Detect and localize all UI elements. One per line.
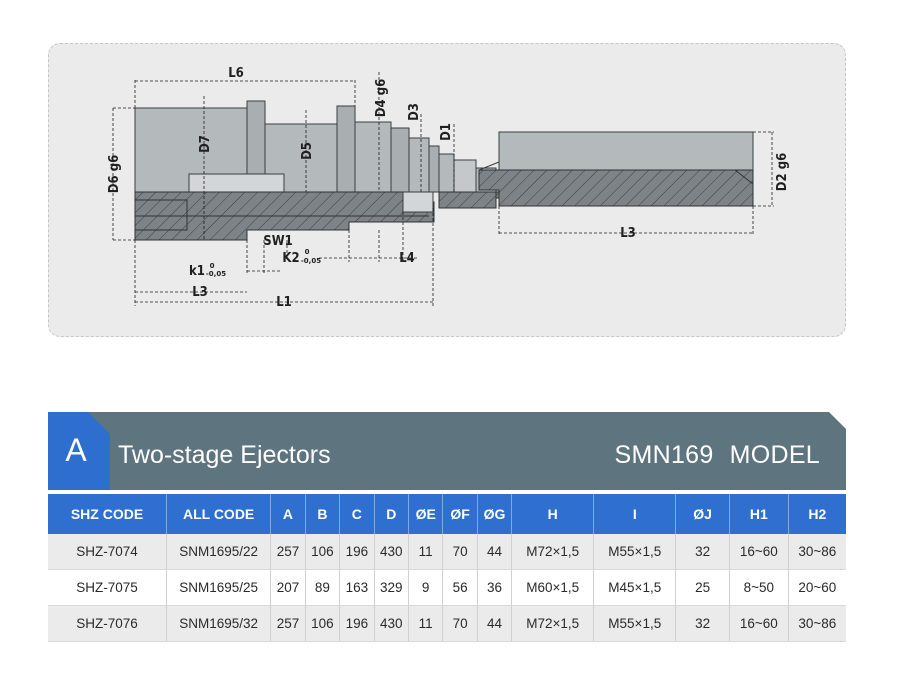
section-header: A Two-stage Ejectors SMN169 MODEL — [48, 412, 846, 490]
label-k1-tol-lower: -0,05 — [206, 270, 226, 278]
table-cell: 32 — [675, 534, 730, 570]
table-row: SHZ-7075 SNM1695/25 207 89 163 329 9 56 … — [48, 569, 846, 606]
label-d2g6: D2 g6 — [775, 153, 790, 191]
col-header: H — [511, 494, 594, 534]
table-cell: 56 — [442, 569, 478, 606]
label-l1: L1 — [276, 295, 292, 310]
model-label: SMN169 MODEL — [615, 440, 820, 470]
table-cell: SNM1695/25 — [165, 569, 271, 606]
col-header: ØG — [476, 494, 512, 534]
table-cell: 9 — [407, 569, 443, 606]
table-cell: 30~86 — [787, 534, 846, 570]
table-cell: 20~60 — [787, 569, 846, 606]
label-d1: D1 — [439, 123, 454, 141]
col-header: B — [304, 494, 340, 534]
table-cell: 8~50 — [728, 569, 789, 606]
table-cell: M55×1,5 — [593, 534, 676, 570]
label-k2-tol-upper: 0 — [305, 248, 310, 256]
col-header: A — [270, 494, 306, 534]
col-header: H2 — [787, 494, 846, 534]
table-cell: 106 — [304, 534, 340, 570]
table-cell: 70 — [442, 534, 478, 570]
table-cell: 30~86 — [787, 605, 846, 642]
label-k1-tol-upper: 0 — [210, 262, 215, 270]
label-d3: D3 — [407, 103, 422, 121]
col-header: SHZ CODE — [48, 494, 167, 534]
col-header: ALL CODE — [165, 494, 271, 534]
col-header: ØE — [407, 494, 443, 534]
table-cell: SHZ-7075 — [48, 569, 167, 606]
ejector-drawing: L6 D4 g6 D3 D1 D7 D5 D6 g6 D2 g6 SW1 K2 … — [107, 66, 790, 310]
label-k1: k1 — [189, 264, 205, 279]
section-badge: A — [65, 432, 87, 468]
dimension-labels: L6 D4 g6 D3 D1 D7 D5 D6 g6 D2 g6 SW1 K2 … — [107, 66, 790, 310]
table-cell: 25 — [675, 569, 730, 606]
table-cell: 11 — [407, 605, 443, 642]
table-cell: 11 — [407, 534, 443, 570]
table-cell: SHZ-7076 — [48, 605, 167, 642]
technical-drawing-panel: L6 D4 g6 D3 D1 D7 D5 D6 g6 D2 g6 SW1 K2 … — [48, 43, 846, 337]
table-cell: M72×1,5 — [511, 534, 594, 570]
table-cell: SNM1695/32 — [165, 605, 271, 642]
ejector-rod — [478, 131, 754, 207]
table-cell: 36 — [476, 569, 512, 606]
left-body-upper — [134, 100, 440, 193]
label-d6g6: D6 g6 — [107, 155, 122, 193]
table-cell: 44 — [476, 534, 512, 570]
label-l6: L6 — [228, 66, 244, 81]
model-code: SMN169 — [614, 441, 714, 469]
table-cell: 257 — [270, 534, 306, 570]
table-row: SHZ-7076 SNM1695/32 257 106 196 430 11 7… — [48, 605, 846, 642]
table-cell: M45×1,5 — [593, 569, 676, 606]
table-cell: 196 — [339, 605, 375, 642]
table-cell: 44 — [476, 605, 512, 642]
table-cell: M72×1,5 — [511, 605, 594, 642]
table-cell: 70 — [442, 605, 478, 642]
label-d5: D5 — [300, 142, 315, 160]
col-header: H1 — [728, 494, 789, 534]
col-header: ØF — [442, 494, 478, 534]
label-d7: D7 — [198, 135, 213, 153]
table-cell: 16~60 — [728, 534, 789, 570]
label-d4g6: D4 g6 — [374, 79, 389, 117]
spec-table: SHZ CODE ALL CODE A B C D ØE ØF ØG H I Ø… — [48, 494, 846, 642]
table-cell: 430 — [373, 534, 409, 570]
table-cell: 106 — [304, 605, 340, 642]
table-cell: 430 — [373, 605, 409, 642]
col-header: C — [339, 494, 375, 534]
table-cell: SHZ-7074 — [48, 534, 167, 570]
label-l3-right: L3 — [620, 226, 636, 241]
table-header-row: SHZ CODE ALL CODE A B C D ØE ØF ØG H I Ø… — [48, 494, 846, 534]
table-cell: 89 — [304, 569, 340, 606]
table-cell: 329 — [373, 569, 409, 606]
left-body-section — [134, 191, 435, 241]
col-header: I — [593, 494, 676, 534]
table-cell: 257 — [270, 605, 306, 642]
table-row: SHZ-7074 SNM1695/22 257 106 196 430 11 7… — [48, 534, 846, 570]
table-cell: 16~60 — [728, 605, 789, 642]
table-cell: 196 — [339, 534, 375, 570]
table-cell: SNM1695/22 — [165, 534, 271, 570]
col-header: D — [373, 494, 409, 534]
dimension-lines — [112, 72, 774, 306]
label-sw1: SW1 — [263, 234, 292, 249]
table-cell: 207 — [270, 569, 306, 606]
table-cell: M55×1,5 — [593, 605, 676, 642]
table-cell: 163 — [339, 569, 375, 606]
section-title: Two-stage Ejectors — [118, 441, 331, 469]
label-l3-left: L3 — [192, 285, 208, 300]
table-cell: 32 — [675, 605, 730, 642]
model-word: MODEL — [729, 441, 820, 469]
label-k2-tol-lower: -0,05 — [301, 257, 321, 265]
header-shape — [48, 412, 846, 490]
table-cell: M60×1,5 — [511, 569, 594, 606]
col-header: ØJ — [675, 494, 730, 534]
label-l4: L4 — [399, 251, 415, 266]
label-k2: K2 — [282, 251, 299, 266]
